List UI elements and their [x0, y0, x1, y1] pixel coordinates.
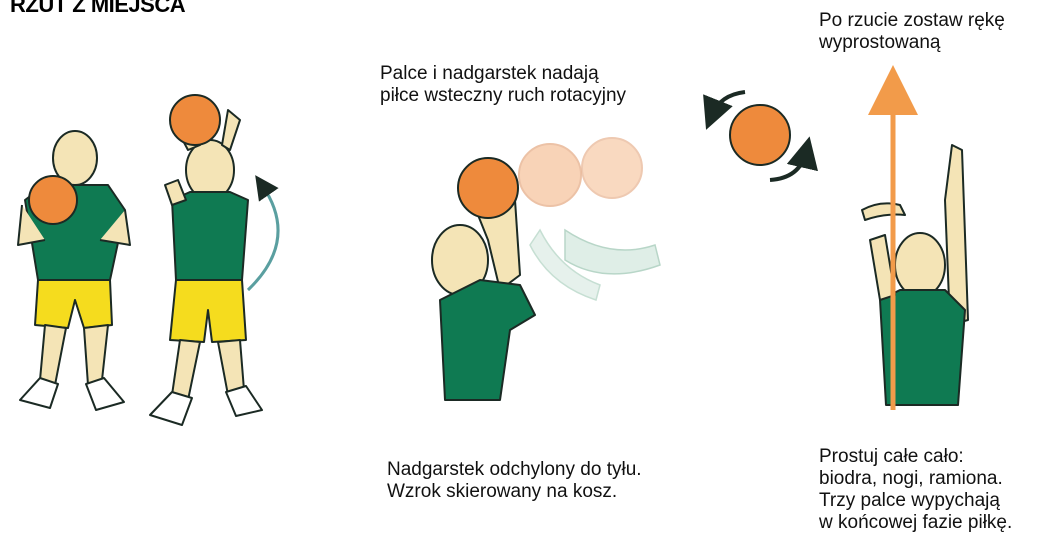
- basketball-overhead: [170, 95, 220, 145]
- basketball-release: [458, 158, 518, 218]
- basketball-chest: [29, 176, 77, 224]
- ball-spin: [712, 92, 806, 180]
- release-sequence: [519, 138, 660, 300]
- player-figure-release: [432, 195, 535, 400]
- basketball-spinning: [730, 105, 790, 165]
- player-figure-lift: [150, 110, 262, 425]
- lift-motion-arrow: [248, 185, 278, 290]
- player-figure-stance: [18, 131, 130, 410]
- player-figure-follow-through: [862, 145, 968, 405]
